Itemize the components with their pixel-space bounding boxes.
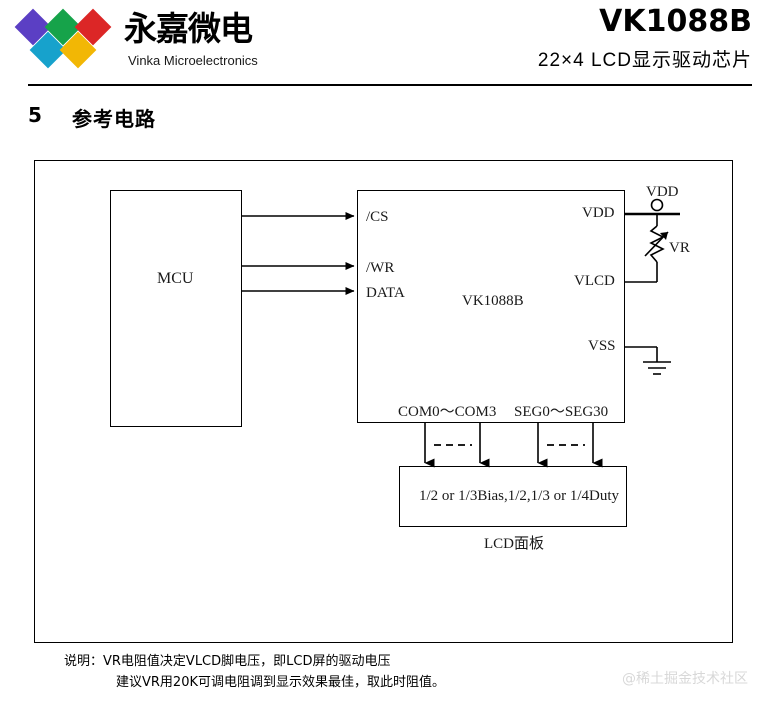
seg-pin-range-label: SEG0～SEG30 xyxy=(514,404,609,420)
part-subtitle: 22×4 LCD显示驱动芯片 xyxy=(537,50,752,71)
company-logo: 永嘉微电 Vinka Microelectronics xyxy=(14,8,268,78)
chip-part-label: VK1088B xyxy=(462,293,524,309)
pin-label-vdd: VDD xyxy=(582,205,615,221)
watermark: @稀土掘金技术社区 xyxy=(622,671,748,687)
reference-circuit-figure-frame xyxy=(34,160,733,643)
section-heading: 参考电路 xyxy=(72,107,156,131)
net-label-vdd: VDD xyxy=(646,184,679,200)
pin-label-cs: /CS xyxy=(366,209,389,225)
page-header: 永嘉微电 Vinka Microelectronics VK1088B 22×4… xyxy=(0,0,766,86)
mcu-block xyxy=(110,190,242,427)
note-line-1: 说明：VR电阻值决定VLCD脚电压，即LCD屏的驱动电压 xyxy=(64,654,391,669)
pin-label-vlcd: VLCD xyxy=(574,273,615,289)
lcd-panel-block xyxy=(399,466,627,527)
vk1088b-chip-block xyxy=(357,190,625,423)
logo-wordmark-cn: 永嘉微电 xyxy=(124,9,253,48)
part-number-title: VK1088B xyxy=(599,4,752,39)
note-line-2: 建议VR用20K可调电阻调到显示效果最佳，取此时阻值。 xyxy=(116,675,445,690)
logo-wordmark-en: Vinka Microelectronics xyxy=(128,53,258,68)
lcd-panel-spec-label: 1/2 or 1/3Bias,1/2,1/3 or 1/4Duty xyxy=(419,488,619,504)
section-number: 5 xyxy=(28,103,42,127)
pin-label-wr: /WR xyxy=(366,260,395,276)
pin-label-data: DATA xyxy=(366,285,405,301)
header-divider xyxy=(28,84,752,86)
pin-label-vss: VSS xyxy=(588,338,616,354)
logo-diamonds-icon xyxy=(14,8,126,69)
lcd-panel-caption: LCD面板 xyxy=(484,536,545,552)
mcu-label: MCU xyxy=(157,270,194,287)
com-pin-range-label: COM0～COM3 xyxy=(398,404,497,420)
section-title: 5 参考电路 xyxy=(28,103,528,133)
resistor-label-vr: VR xyxy=(669,240,690,256)
